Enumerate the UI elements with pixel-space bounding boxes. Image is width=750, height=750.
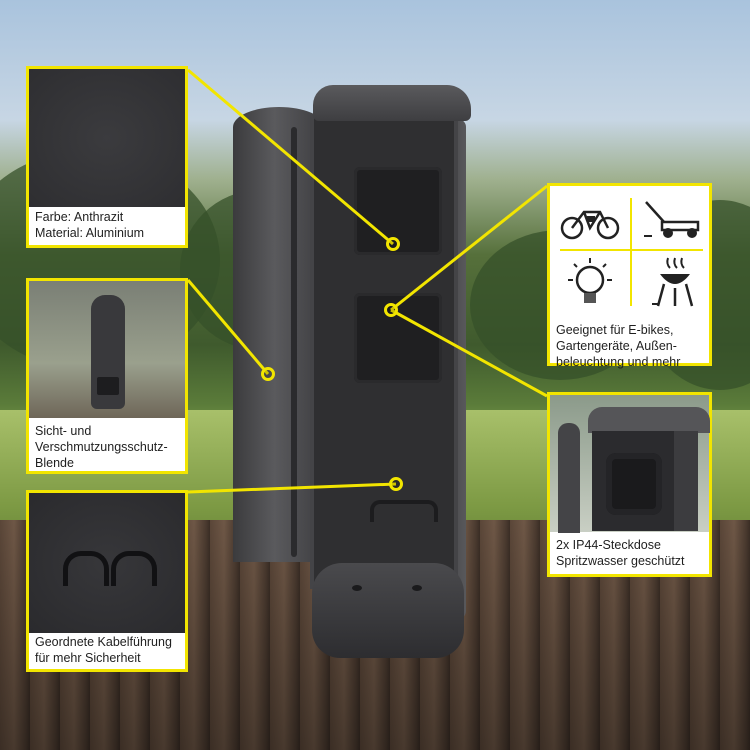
cable-clip-icon	[63, 551, 157, 587]
post-side	[674, 431, 698, 531]
caption-line: Verschmutzungsschutz-	[35, 440, 168, 454]
callout-dot	[386, 237, 400, 251]
caption-line: Sicht- und	[35, 424, 92, 438]
callout-dot	[384, 303, 398, 317]
callout-cable: Geordnete Kabelführung für mehr Sicherhe…	[26, 490, 188, 672]
caption-sockets: 2x IP44-Steckdose Spritzwasser geschützt	[556, 537, 705, 569]
shield-edge	[558, 423, 580, 533]
divider	[630, 198, 632, 306]
usage-icons	[550, 186, 709, 316]
caption-line: beleuchtung und mehr	[556, 355, 681, 369]
caption-line: Geeignet für E-bikes,	[556, 323, 674, 337]
caption-line: Blende	[35, 456, 74, 470]
callout-material: Farbe: Anthrazit Material: Aluminium	[26, 66, 188, 248]
post-cap	[588, 407, 710, 433]
caption-line: für mehr Sicherheit	[35, 651, 141, 665]
caption-line: Geordnete Kabelführung	[35, 635, 172, 649]
bicycle-icon	[560, 210, 620, 240]
caption-line: Spritzwasser geschützt	[556, 554, 685, 568]
caption-line: 2x IP44-Steckdose	[556, 538, 661, 552]
grill-icon	[652, 257, 694, 307]
caption-line: Material: Aluminium	[35, 226, 145, 240]
caption-cable: Geordnete Kabelführung für mehr Sicherhe…	[35, 634, 181, 666]
socket-open	[592, 431, 676, 531]
material-closeup	[29, 69, 185, 207]
post-base	[312, 563, 464, 658]
callout-shield: Sicht- und Verschmutzungsschutz- Blende	[26, 278, 188, 474]
caption-shield: Sicht- und Verschmutzungsschutz- Blende	[35, 423, 181, 471]
base-hole	[412, 585, 422, 591]
caption-material: Farbe: Anthrazit Material: Aluminium	[35, 209, 181, 241]
callout-usage: Geeignet für E-bikes, Gartengeräte, Auße…	[547, 183, 712, 369]
callout-sockets: 2x IP44-Steckdose Spritzwasser geschützt	[547, 392, 712, 577]
caption-line: Farbe: Anthrazit	[35, 210, 124, 224]
socket-photo	[550, 395, 710, 533]
caption-usage: Geeignet für E-bikes, Gartengeräte, Auße…	[556, 322, 705, 370]
cable-clip	[370, 500, 438, 522]
shield-photo	[29, 281, 185, 418]
base-hole	[352, 585, 362, 591]
mini-post	[91, 295, 125, 409]
lawn-mower-icon	[644, 201, 700, 238]
divider	[560, 249, 703, 251]
light-bulb-icon	[568, 258, 612, 303]
cable-clip-photo	[29, 493, 185, 633]
callout-dot	[261, 367, 275, 381]
callout-dot	[389, 477, 403, 491]
post-cap	[313, 85, 471, 121]
caption-line: Gartengeräte, Außen-	[556, 339, 677, 353]
socket-cover-bottom	[354, 293, 442, 383]
